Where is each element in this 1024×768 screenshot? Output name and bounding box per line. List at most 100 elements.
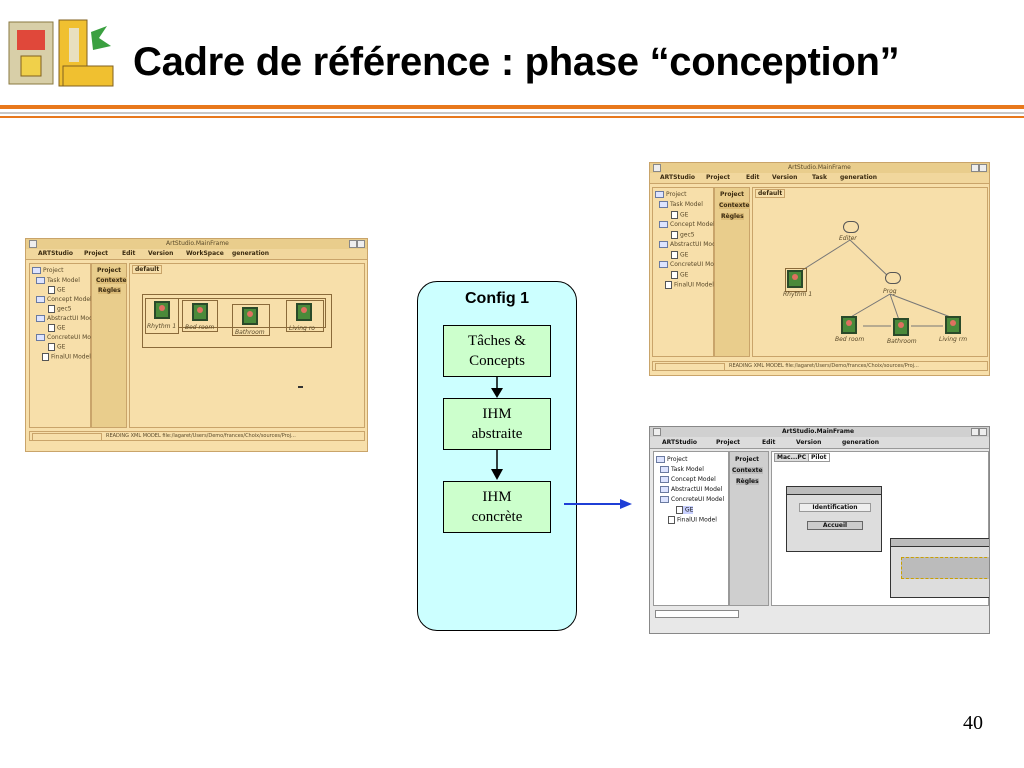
menu-version[interactable]: Version (796, 439, 822, 446)
box-line: IHM (482, 406, 512, 422)
form-titlebar[interactable] (891, 539, 989, 547)
tree-label: FinalUI Model (677, 516, 717, 524)
folder-icon (36, 334, 45, 341)
node-box[interactable] (232, 304, 270, 336)
node-box[interactable] (182, 300, 218, 332)
menu-artstudio[interactable]: ARTStudio (38, 250, 74, 257)
tree-item-ge[interactable]: GE (676, 506, 694, 514)
identification-button[interactable]: Identification (799, 503, 871, 512)
tree-item-concept-model[interactable]: Concept Model (36, 296, 92, 303)
window-zoom-icon[interactable] (971, 428, 979, 436)
window-collapse-icon[interactable] (979, 428, 987, 436)
window-close-icon[interactable] (29, 240, 37, 248)
menu-edit[interactable]: Edit (746, 174, 760, 181)
menu-generation[interactable]: generation (842, 439, 880, 446)
menu-task[interactable]: Task (812, 174, 827, 181)
tab-regles[interactable]: Règles (721, 213, 744, 220)
side-tabs: Project Contexte Règles (91, 263, 127, 428)
menu-generation[interactable]: generation (232, 250, 270, 257)
side-tabs: Project Contexte Règles (729, 451, 769, 606)
tree-item-ge[interactable]: GE (48, 324, 65, 332)
window-close-icon[interactable] (653, 428, 661, 436)
accueil-button[interactable]: Accueil (807, 521, 863, 530)
tree-item-abstractui-model[interactable]: AbstractUI Model (36, 315, 98, 322)
menu-project[interactable]: Project (84, 250, 109, 257)
canvas-tab-pilot[interactable]: Pilot (808, 453, 830, 462)
tab-contexte[interactable]: Contexte (96, 277, 127, 284)
menu-generation[interactable]: generation (840, 174, 878, 181)
node-label: Rhythm 1 (147, 323, 177, 330)
document-icon (48, 324, 55, 332)
menu-project[interactable]: Project (716, 439, 741, 446)
tree-item-gec5[interactable]: gec5 (48, 305, 72, 313)
tree-item-project[interactable]: Project (656, 456, 688, 463)
form-titlebar[interactable] (787, 487, 881, 495)
node-box[interactable] (286, 300, 324, 332)
tab-regles[interactable]: Règles (98, 287, 121, 294)
tree-item-abstractui-model[interactable]: AbstractUI Model (660, 486, 722, 493)
window-zoom-icon[interactable] (971, 164, 979, 172)
folder-icon (659, 241, 668, 248)
menu-version[interactable]: Version (772, 174, 798, 181)
window-title: ArtStudio.MainFrame (788, 164, 851, 171)
folder-icon (36, 277, 45, 284)
abstract-task-icon (843, 221, 859, 233)
document-icon (676, 506, 683, 514)
canvas-tab-default[interactable]: default (132, 265, 163, 274)
tab-contexte[interactable]: Contexte (719, 202, 750, 209)
tree-label: GE (57, 324, 66, 332)
tree-item-task-model[interactable]: Task Model (659, 201, 703, 208)
tab-project[interactable]: Project (735, 456, 760, 463)
status-bar (653, 609, 989, 619)
window-collapse-icon[interactable] (979, 164, 987, 172)
menu-artstudio[interactable]: ARTStudio (662, 439, 698, 446)
tab-project[interactable]: Project (97, 267, 122, 274)
menu-edit[interactable]: Edit (122, 250, 136, 257)
tree-item-ge[interactable]: GE (671, 271, 688, 279)
tree-item-finalui-model[interactable]: FinalUI Model (42, 353, 91, 361)
tab-project[interactable]: Project (720, 191, 745, 198)
node-label: Living ro (289, 325, 315, 332)
canvas-tab-default[interactable]: default (755, 189, 786, 198)
document-icon (48, 286, 55, 294)
tree-item-ge[interactable]: GE (48, 286, 65, 294)
tree-item-abstractui-model[interactable]: AbstractUI Model (659, 241, 721, 248)
person-icon (893, 318, 909, 336)
canvas-area: Mac...PC Pilot Identification Accueil (771, 451, 989, 606)
window-close-icon[interactable] (653, 164, 661, 172)
menu-artstudio[interactable]: ARTStudio (660, 174, 696, 181)
tree-item-gec5[interactable]: gec5 (671, 231, 695, 239)
menu-bar: ARTStudio Project Edit Version Task gene… (650, 173, 989, 184)
tree-item-concreteui-model[interactable]: ConcreteUI Model (659, 261, 723, 268)
window-zoom-icon[interactable] (349, 240, 357, 248)
tree-item-ge[interactable]: GE (671, 251, 688, 259)
folder-icon (659, 261, 668, 268)
form-field[interactable] (901, 557, 989, 579)
folder-icon (655, 191, 664, 198)
folder-icon (659, 221, 668, 228)
tree-item-concept-model[interactable]: Concept Model (659, 221, 715, 228)
tree-item-ge[interactable]: GE (671, 211, 688, 219)
tree-item-task-model[interactable]: Task Model (660, 466, 704, 473)
tree-item-concreteui-model[interactable]: ConcreteUI Model (36, 334, 100, 341)
tree-item-project[interactable]: Project (32, 267, 64, 274)
window-collapse-icon[interactable] (357, 240, 365, 248)
status-text: READING XML MODEL file:/lagaret/Users/De… (106, 433, 296, 439)
menu-project[interactable]: Project (706, 174, 731, 181)
box-line: concrète (471, 509, 523, 525)
node-box[interactable] (145, 298, 179, 334)
tree-item-task-model[interactable]: Task Model (36, 277, 80, 284)
tree-item-project[interactable]: Project (655, 191, 687, 198)
menu-workspace[interactable]: WorkSpace (186, 250, 224, 257)
node-box[interactable] (785, 268, 807, 292)
tree-item-concept-model[interactable]: Concept Model (660, 476, 716, 483)
tab-contexte[interactable]: Contexte (732, 467, 763, 474)
menu-bar: ARTStudio Project Edit Version WorkSpace… (26, 249, 367, 260)
tree-item-concreteui-model[interactable]: ConcreteUI Model (660, 496, 724, 503)
tree-item-ge[interactable]: GE (48, 343, 65, 351)
tab-regles[interactable]: Règles (736, 478, 759, 485)
tree-item-finalui-model[interactable]: FinalUI Model (665, 281, 714, 289)
menu-version[interactable]: Version (148, 250, 174, 257)
menu-edit[interactable]: Edit (762, 439, 776, 446)
tree-item-finalui-model[interactable]: FinalUI Model (668, 516, 717, 524)
